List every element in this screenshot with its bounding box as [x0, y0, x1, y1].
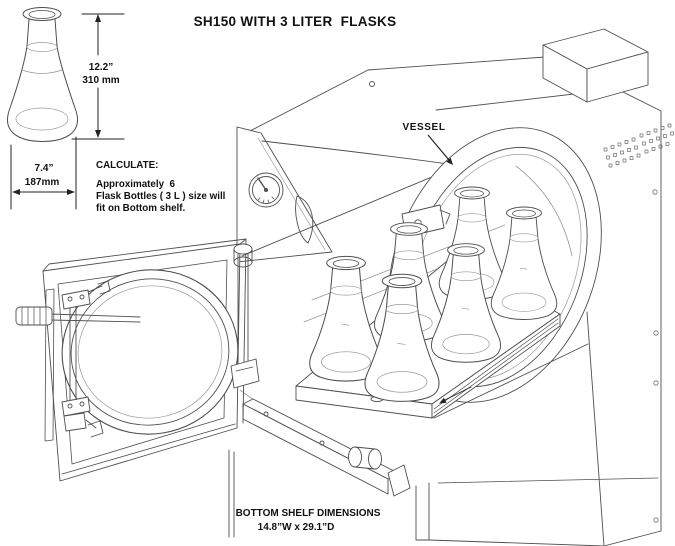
door-hinge-rod: [69, 306, 77, 403]
lower-front-panel: [228, 343, 659, 541]
vent-grid: [603, 123, 674, 168]
rail-end-block: [387, 464, 411, 497]
bottom-shelf-line1: BOTTOM SHELF DIMENSIONS: [236, 508, 381, 519]
slide-direction-arrow: [439, 386, 472, 404]
autoclave-illustration: [15, 28, 674, 546]
door-handle: [15, 306, 141, 326]
door-hinge-top: [61, 280, 111, 310]
door-seal-ring: [61, 269, 239, 435]
page-title: SH150 WITH 3 LITER FLASKS: [194, 14, 397, 29]
vent-cluster-left: [603, 137, 641, 168]
left-leg: [228, 449, 235, 538]
flask-height-mm: 310 mm: [82, 75, 119, 86]
roof-screw-hole: [369, 81, 375, 87]
pressure-gauge-icon: [248, 172, 284, 208]
door-slot: [44, 288, 55, 442]
right-side-panel: [428, 110, 674, 546]
shelf-support-rail: [239, 389, 411, 497]
door-pivot-column: [230, 243, 260, 389]
exhaust-box: [542, 28, 649, 103]
bottom-shelf-caption: BOTTOM SHELF DIMENSIONS 14.8”W x 29.1”D: [236, 508, 381, 533]
door-arm-bracket: [295, 195, 314, 244]
calculate-line3: Flask Bottles ( 3 L ) size will: [96, 191, 226, 202]
text-layer: SH150 WITH 3 LITER FLASKS 12.2” 310 mm 7…: [25, 14, 453, 533]
flask-width-mm: 187mm: [25, 177, 60, 188]
flask-width-inches: 7.4”: [35, 163, 54, 174]
vessel-arrowhead: [446, 157, 453, 165]
flask-dimension-detail: [6, 7, 125, 210]
door-assembly: [15, 238, 260, 482]
height-dimension: [71, 13, 125, 140]
flask-height-inches: 12.2”: [89, 62, 113, 73]
panel-screws: [652, 189, 659, 523]
rail-roller-knob: [348, 446, 382, 470]
flask-front-1: [309, 255, 383, 382]
vessel-label: VESSEL: [402, 122, 445, 133]
calculate-note: CALCULATE: Approximately 6 Flask Bottles…: [96, 160, 226, 214]
calculate-heading: CALCULATE:: [96, 160, 158, 171]
width-dimension: [10, 136, 77, 210]
vent-cluster-right: [639, 123, 674, 154]
door-hinge-bottom: [61, 396, 104, 438]
vessel-callout: VESSEL: [402, 122, 453, 165]
calculate-line2: Approximately 6: [96, 179, 175, 190]
bottom-shelf-line2: 14.8”W x 29.1”D: [258, 522, 335, 533]
calculate-line4: fit on Bottom shelf.: [96, 203, 186, 214]
detail-flask-drawing: [6, 7, 79, 142]
